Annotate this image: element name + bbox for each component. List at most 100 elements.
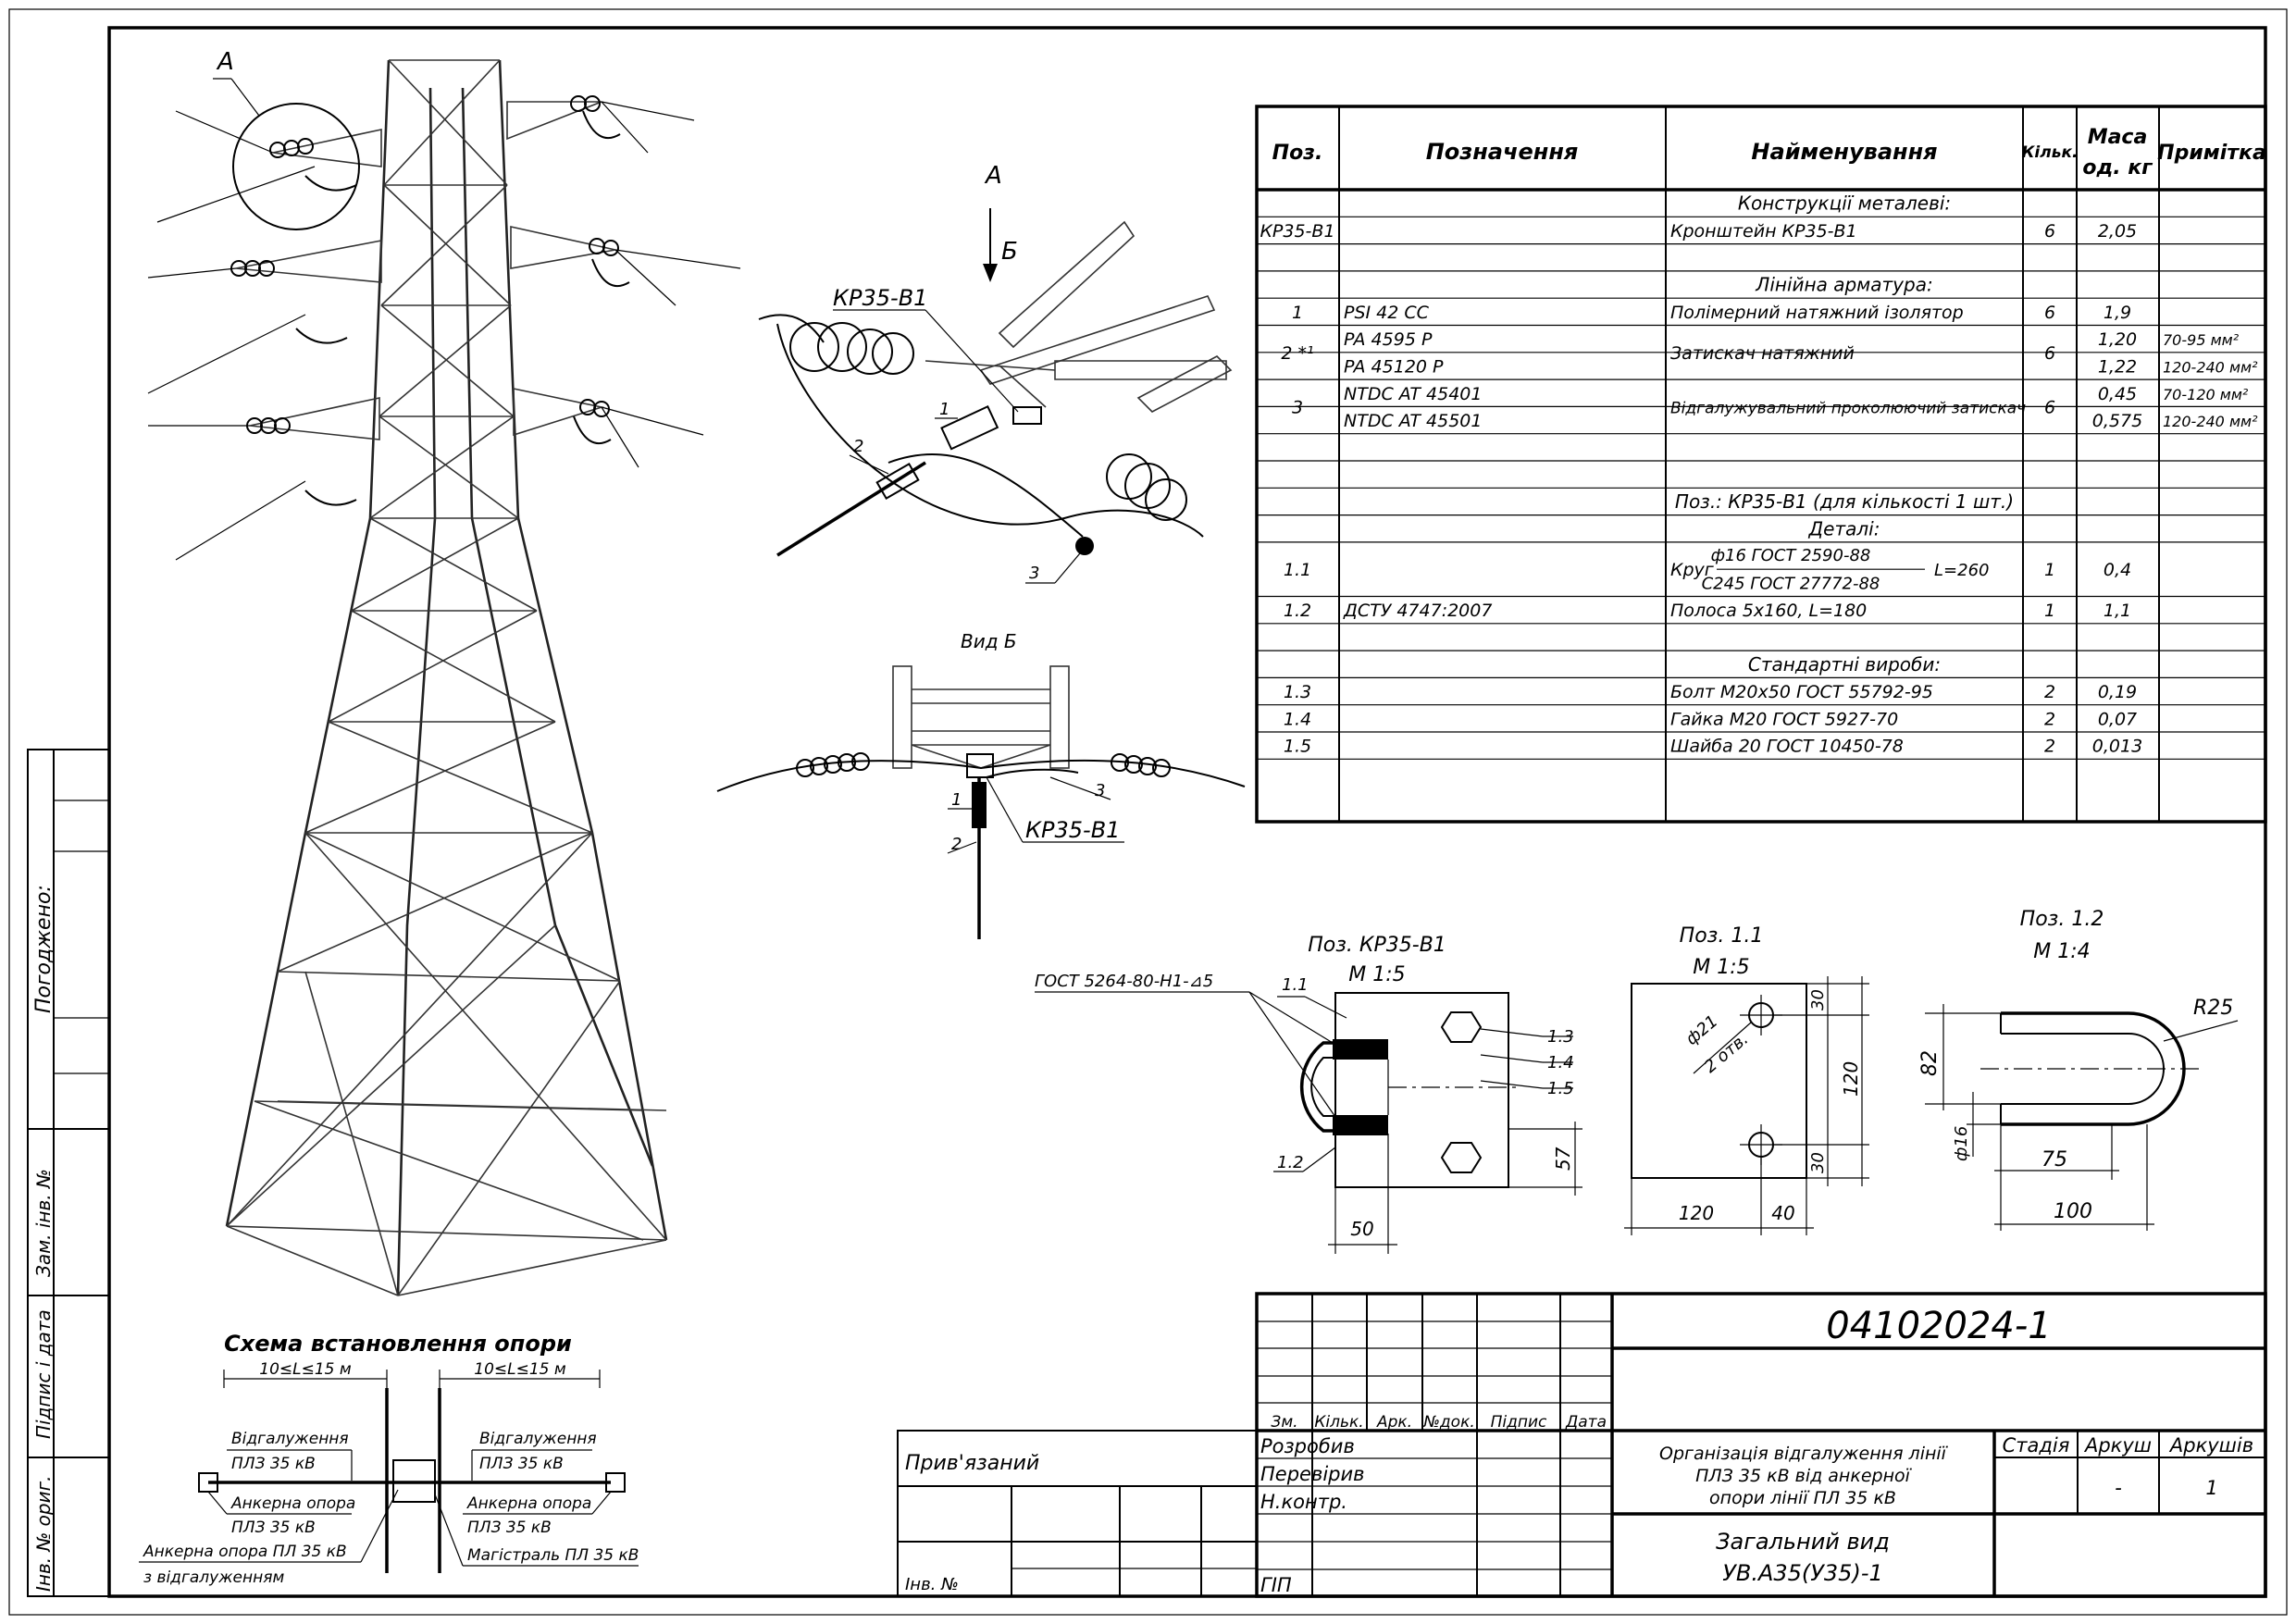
tb-h-sheet: Арк. (1376, 1413, 1412, 1432)
p12-scale: М 1:4 (2033, 940, 2090, 963)
tb-code: 04102024-1 (1826, 1305, 2051, 1347)
detail-a-pos1: 1 (939, 400, 949, 419)
spec-cell-designation: NTDC AT 45501 (1344, 411, 1482, 431)
spec-cell-name: Полоса 5х160, L=180 (1670, 601, 1867, 621)
p11-dim-120: 120 (1840, 1061, 1862, 1097)
spec-cell-mass: 1,1 (2104, 601, 2131, 621)
spec-cell-designation: PA 4595 P (1344, 329, 1433, 350)
spec-cell-name-bottom: С245 ГОСТ 27772-88 (1702, 575, 1880, 594)
view-b-pos1: 1 (951, 790, 962, 810)
tb-checked: Перевірив (1260, 1463, 1365, 1485)
kp-bracket-drawing: Поз. КР35-В1 М 1:5 ГОСТ 5264-80-Н1-⊿5 1.… (1035, 934, 1582, 1254)
tb-project-line2: ПЛЗ 35 кВ від анкерної (1695, 1466, 1913, 1486)
p11-title: Поз. 1.1 (1680, 924, 1764, 948)
inv-orig-label: Інв. № ориг. (32, 1476, 55, 1592)
kp-pos-1-1: 1.1 (1282, 975, 1309, 995)
spec-cell-pos: 1 (1292, 303, 1303, 323)
spec-cell-designation: ДСТУ 4747:2007 (1343, 601, 1492, 621)
spec-cell-mass: 1,22 (2098, 356, 2137, 377)
spec-cell-mass: 2,05 (2098, 221, 2137, 242)
spec-cell-name: Затискач натяжний (1670, 343, 1855, 364)
p12-dim-75: 75 (2042, 1148, 2067, 1172)
p11-dim-120w: 120 (1679, 1202, 1714, 1224)
view-b-bracket-label: КР35-В1 (1025, 817, 1120, 843)
kp-dim-50: 50 (1350, 1218, 1373, 1240)
spec-cell-pos: КР35-В1 (1260, 221, 1334, 242)
spec-cell-mass: 1,9 (2104, 303, 2131, 323)
scheme-branch-right-1: Відгалуження (479, 1430, 597, 1448)
spec-cell-note: 120-240 мм² (2163, 413, 2258, 430)
view-b-pos3: 3 (1095, 781, 1105, 800)
spec-cell-pos: 1.3 (1284, 682, 1311, 702)
view-b: Вид Б 1 2 3 КР35-В1 (716, 630, 1246, 939)
tb-h-doc: №док. (1422, 1413, 1475, 1432)
tb-stage: Стадія (2003, 1434, 2070, 1457)
u-rod-drawing: Поз. 1.2 М 1:4 R25 82 ф16 75 100 (1918, 908, 2239, 1231)
inv-replace-label: Зам. інв. № (32, 1169, 55, 1277)
spec-cell-qty: 2 (2044, 682, 2055, 702)
spec-cell-note: 120-240 мм² (2163, 358, 2258, 376)
spec-cell-mass: 0,45 (2098, 384, 2137, 404)
view-b-title: Вид Б (961, 630, 1017, 652)
kp-drawing-title: Поз. КР35-В1 (1308, 934, 1446, 957)
spec-cell-pos: 1.5 (1284, 737, 1311, 757)
spec-header-note: Примітка (2157, 142, 2266, 165)
bound-label: Прив'язаний (905, 1452, 1039, 1475)
scheme-main-anchor-1: Анкерна опора ПЛ 35 кВ (143, 1543, 347, 1561)
kp-weld-note: ГОСТ 5264-80-Н1-⊿5 (1035, 972, 1213, 991)
tb-project-line3: опори лінії ПЛ 35 кВ (1709, 1488, 1896, 1508)
kp-pos-1-5: 1.5 (1547, 1079, 1574, 1098)
detail-a-pos2: 2 (853, 437, 863, 456)
scheme-title: Схема встановлення опори (224, 1331, 572, 1357)
spec-cell-note: 70-120 мм² (2163, 386, 2249, 403)
spec-header-designation: Позначення (1426, 139, 1579, 165)
outer-frame (8, 8, 2288, 1616)
inv-no-label: Інв. № (905, 1575, 959, 1594)
kp-drawing-scale: М 1:5 (1348, 963, 1405, 986)
detail-a-view-b-label: Б (1001, 238, 1018, 266)
spec-cell-pos: 3 (1292, 397, 1303, 417)
scheme-anchor-left-2: ПЛЗ 35 кВ (231, 1519, 316, 1537)
spec-cell-designation: PSI 42 CC (1344, 303, 1430, 323)
spec-section-title: Поз.: КР35-В1 (для кількості 1 шт.) (1675, 490, 2014, 513)
spec-cell-qty: 1 (2044, 560, 2055, 580)
spec-cell-mass: 0,4 (2104, 560, 2131, 580)
kp-pos-1-2: 1.2 (1277, 1153, 1304, 1172)
tb-view-line2: УВ.А35(У35)-1 (1722, 1560, 1883, 1586)
title-block: Прив'язаний Інв. № Зм. Кільк. Арк. №док.… (897, 1292, 2267, 1598)
detail-a: A Б КР35-В1 1 2 3 (758, 162, 1233, 584)
spec-header-mass-line1: Маса (2088, 126, 2148, 149)
spec-header-name: Найменування (1751, 139, 1937, 165)
view-b-arrowhead (983, 264, 998, 282)
detail-a-pos3: 3 (1029, 564, 1039, 583)
spec-header-pos: Поз. (1272, 142, 1323, 165)
scheme-branch-right-2: ПЛЗ 35 кВ (479, 1455, 564, 1473)
spec-cell-qty: 2 (2044, 737, 2055, 757)
spec-cell-qty: 2 (2044, 709, 2055, 729)
scheme-branch-left-1: Відгалуження (231, 1430, 349, 1448)
p11-hole-dia: ф21 (1682, 1011, 1722, 1049)
p12-title: Поз. 1.2 (2020, 908, 2104, 931)
tb-h-qty: Кільк. (1314, 1413, 1363, 1432)
side-stamp: Погоджено: Зам. інв. № Підпис і дата Інв… (27, 749, 110, 1597)
p11-dim-40: 40 (1771, 1202, 1794, 1224)
kp-pos-1-4: 1.4 (1547, 1053, 1574, 1072)
callout-a-circle (232, 103, 360, 230)
tb-sheet: Аркуш (2083, 1434, 2152, 1457)
p11-dim-30b: 30 (1808, 1152, 1828, 1173)
spec-cell-mass: 0,013 (2092, 737, 2142, 757)
spec-cell-name: Круг (1670, 560, 1715, 580)
tb-developed: Розробив (1260, 1435, 1355, 1457)
tb-h-zm: Зм. (1271, 1413, 1297, 1432)
detail-a-bracket-label: КР35-В1 (833, 285, 927, 311)
scheme-branch-left-2: ПЛЗ 35 кВ (231, 1455, 316, 1473)
tb-gip: ГІП (1260, 1574, 1292, 1596)
scheme-anchor-right-1: Анкерна опора (466, 1494, 591, 1513)
agreed-label: Погоджено: (32, 885, 56, 1013)
spec-cell-mass: 1,20 (2098, 329, 2137, 350)
scheme-trunk-label: Магістраль ПЛ 35 кВ (467, 1546, 639, 1565)
scheme-span-left: 10≤L≤15 м (259, 1360, 352, 1379)
spec-cell-name-top: ф16 ГОСТ 2590-88 (1711, 546, 1871, 565)
tb-h-sign: Підпис (1491, 1413, 1547, 1432)
